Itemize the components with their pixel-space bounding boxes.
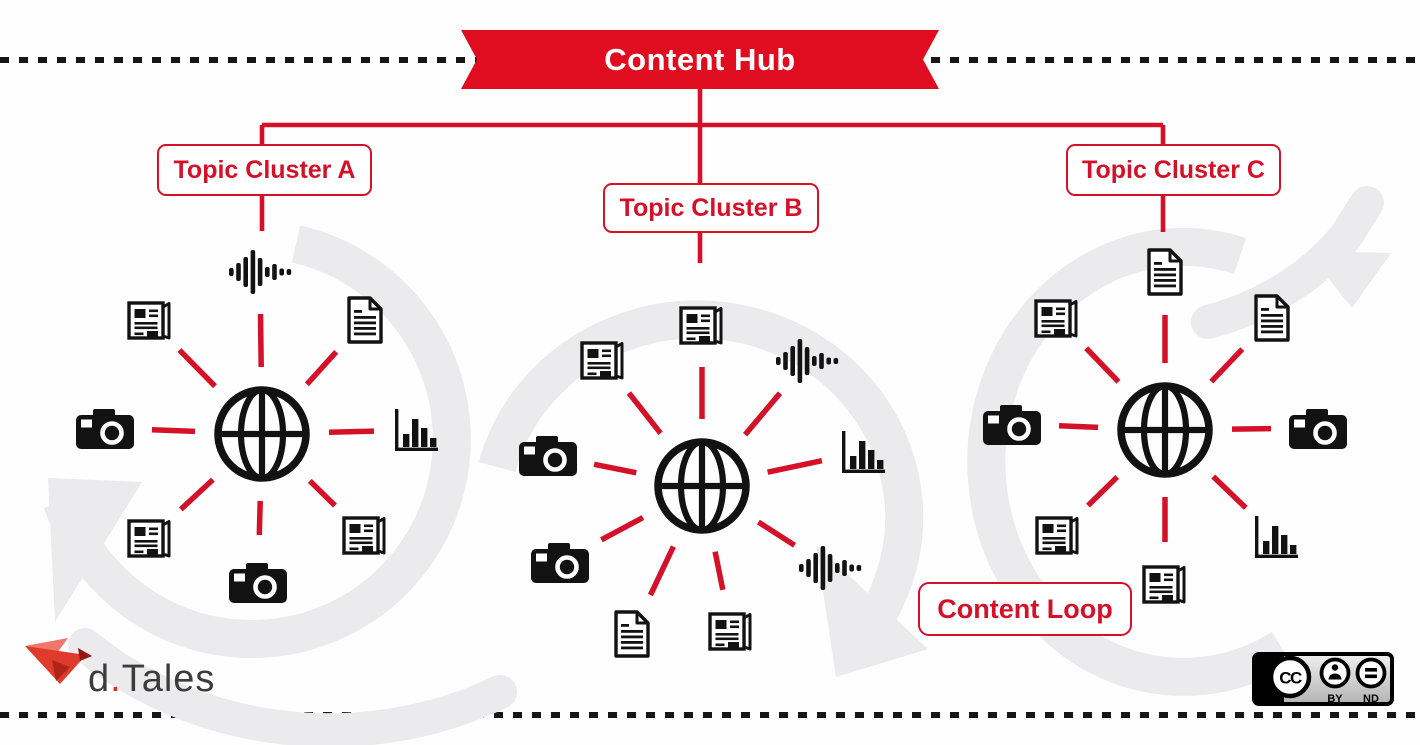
camera-icon <box>519 436 577 476</box>
content-loop-arrows <box>43 186 1391 745</box>
cluster-spokes <box>593 367 823 597</box>
document-icon <box>614 610 650 658</box>
cc-nd-text: ND <box>1363 693 1379 705</box>
topic-cluster-b-label: Topic Cluster B <box>603 183 819 233</box>
loop-arc-bottomleft <box>68 628 517 745</box>
document-icon <box>1147 248 1183 296</box>
loop-arc-left <box>43 225 471 659</box>
bar-chart-icon <box>395 409 438 451</box>
audio-waveform-icon <box>799 546 862 590</box>
globe-icon <box>214 386 310 482</box>
loop-swoosh-topright <box>1191 186 1384 339</box>
cc-nd-icon <box>1355 657 1387 689</box>
svg-text:CC: CC <box>1279 669 1302 688</box>
newspaper-icon <box>580 341 624 380</box>
loop-arrowhead-left <box>48 478 142 622</box>
newspaper-icon <box>708 612 752 651</box>
newspaper-icon <box>127 301 171 340</box>
dtales-logo: d.Tales <box>22 634 282 714</box>
topic-cluster-c-label: Topic Cluster C <box>1066 144 1281 196</box>
newspaper-icon <box>1035 516 1079 555</box>
topic-cluster-b <box>519 306 885 658</box>
audio-waveform-icon <box>776 339 839 383</box>
newspaper-icon <box>1142 565 1186 604</box>
content-loop-label: Content Loop <box>918 582 1132 636</box>
audio-waveform-icon <box>229 250 292 294</box>
bar-chart-icon <box>1255 516 1298 558</box>
bottom-dashed-border <box>0 712 1420 718</box>
topic-cluster-c <box>983 248 1347 604</box>
content-hub-connectors <box>259 89 1166 263</box>
origami-bird-icon <box>25 638 92 684</box>
loop-arrowhead-right <box>1307 251 1391 308</box>
content-hub-title: Content Hub <box>604 41 796 77</box>
cc-license-badge: CC BY ND <box>1252 652 1394 706</box>
newspaper-icon <box>1034 299 1078 338</box>
topic-cluster-a-label: Topic Cluster A <box>157 144 372 196</box>
loop-arc-middle <box>478 300 924 666</box>
loop-arrowhead-middle <box>816 545 928 677</box>
camera-icon <box>983 405 1041 445</box>
document-icon <box>347 296 383 344</box>
logo-text-dot: . <box>110 658 122 700</box>
camera-icon <box>76 409 134 449</box>
logo-text-tales: Tales <box>121 658 216 700</box>
cc-by-icon <box>1319 657 1351 689</box>
camera-icon <box>1289 409 1347 449</box>
logo-text-d: d <box>88 658 111 700</box>
loop-arc-right <box>967 227 1293 696</box>
globe-icon <box>1117 382 1213 478</box>
newspaper-icon <box>679 306 723 345</box>
dtales-wordmark: d.Tales <box>88 658 215 701</box>
cc-icon: CC <box>1268 655 1312 699</box>
camera-icon <box>229 563 287 603</box>
cluster-spokes <box>1058 315 1272 542</box>
newspaper-icon <box>127 519 171 558</box>
cluster-spokes <box>151 313 375 536</box>
bar-chart-icon <box>842 431 885 473</box>
topic-cluster-a <box>76 250 438 603</box>
newspaper-icon <box>342 516 386 555</box>
content-hub-banner: Content Hub <box>461 30 939 89</box>
camera-icon <box>531 543 589 583</box>
cc-by-text: BY <box>1327 693 1343 705</box>
globe-icon <box>654 438 750 534</box>
document-icon <box>1254 294 1290 342</box>
